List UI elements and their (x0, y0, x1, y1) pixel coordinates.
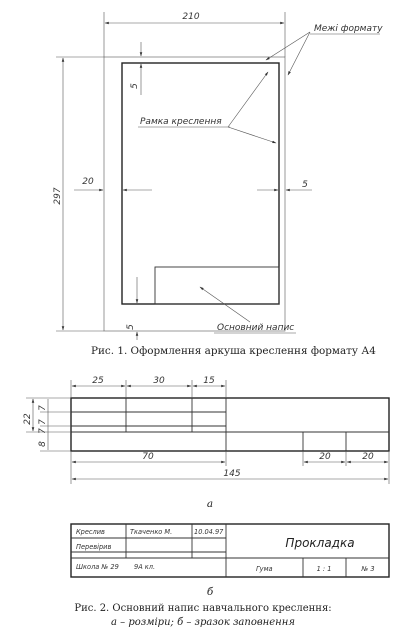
figure-2b: Креслив Ткаченко М. 10.04.97 Перевірив Ш… (70, 523, 390, 598)
figure-1: 210 297 20 5 5 5 Межі формату Рамка крес… (53, 12, 383, 357)
title-block-outline (154, 266, 280, 305)
dim-text-25: 25 (92, 376, 104, 386)
dim-text-20b: 20 (362, 452, 374, 462)
label-format-limits: Межі формату (314, 24, 383, 34)
figure-1-caption: Рис. 1. Оформлення аркуша креслення форм… (91, 345, 376, 357)
cell-material: Гума (256, 565, 273, 573)
figure-2-caption-line2: а – розміри; б – зразок заповнення (111, 617, 295, 628)
dim-text-5-bottom: 5 (126, 324, 136, 330)
dim-text-70: 70 (142, 452, 154, 462)
cell-school: Школа № 29 (76, 563, 119, 571)
dim-text-145: 145 (223, 469, 240, 479)
leader-format-limits-1 (265, 31, 311, 61)
dim-text-30: 30 (153, 376, 165, 386)
dim-text-297: 297 (53, 187, 63, 204)
dim-text-row-4: 8 (38, 441, 48, 447)
cell-drew-name: Ткаченко М. (130, 528, 172, 536)
dim-text-row-1: 7 (38, 405, 48, 411)
leader-format-limits-2 (287, 31, 311, 76)
dim-text-22: 22 (23, 413, 33, 425)
leader-drawing-frame-2 (227, 126, 277, 144)
cell-scale: 1 : 1 (317, 565, 332, 573)
cell-drew-label: Креслив (76, 528, 105, 536)
leader-drawing-frame-1 (227, 71, 269, 128)
cell-sheet: № 3 (360, 565, 374, 573)
drawing-frame (121, 62, 280, 305)
dim-text-5-right: 5 (302, 180, 308, 190)
dim-text-15: 15 (203, 376, 215, 386)
dim-text-210: 210 (182, 12, 199, 22)
leader-title-block (199, 286, 251, 323)
cell-title: Прокладка (285, 536, 354, 550)
title-block-a-outline (70, 397, 390, 452)
cell-checked-label: Перевірив (76, 543, 111, 551)
dim-text-20a: 20 (319, 452, 331, 462)
format-boundary (103, 56, 286, 332)
cell-drew-date: 10.04.97 (194, 528, 224, 536)
label-title-block: Основний напис (217, 323, 294, 333)
dim-text-row-2: 7 (38, 419, 48, 425)
figure-2a: 25 30 15 22 7 7 7 8 70 20 20 145 а (23, 376, 390, 510)
dim-text-row-3: 7 (38, 428, 48, 434)
dim-text-20: 20 (82, 177, 94, 187)
cell-class: 9А кл. (134, 563, 155, 571)
figure-2b-label: б (207, 586, 214, 598)
title-block-b-outline (70, 523, 390, 578)
dim-text-5-top: 5 (130, 83, 140, 89)
figure-2-caption-line1: Рис. 2. Основний напис навчального кресл… (74, 603, 331, 614)
figure-2a-label: а (207, 498, 213, 510)
label-drawing-frame: Рамка креслення (140, 117, 222, 127)
